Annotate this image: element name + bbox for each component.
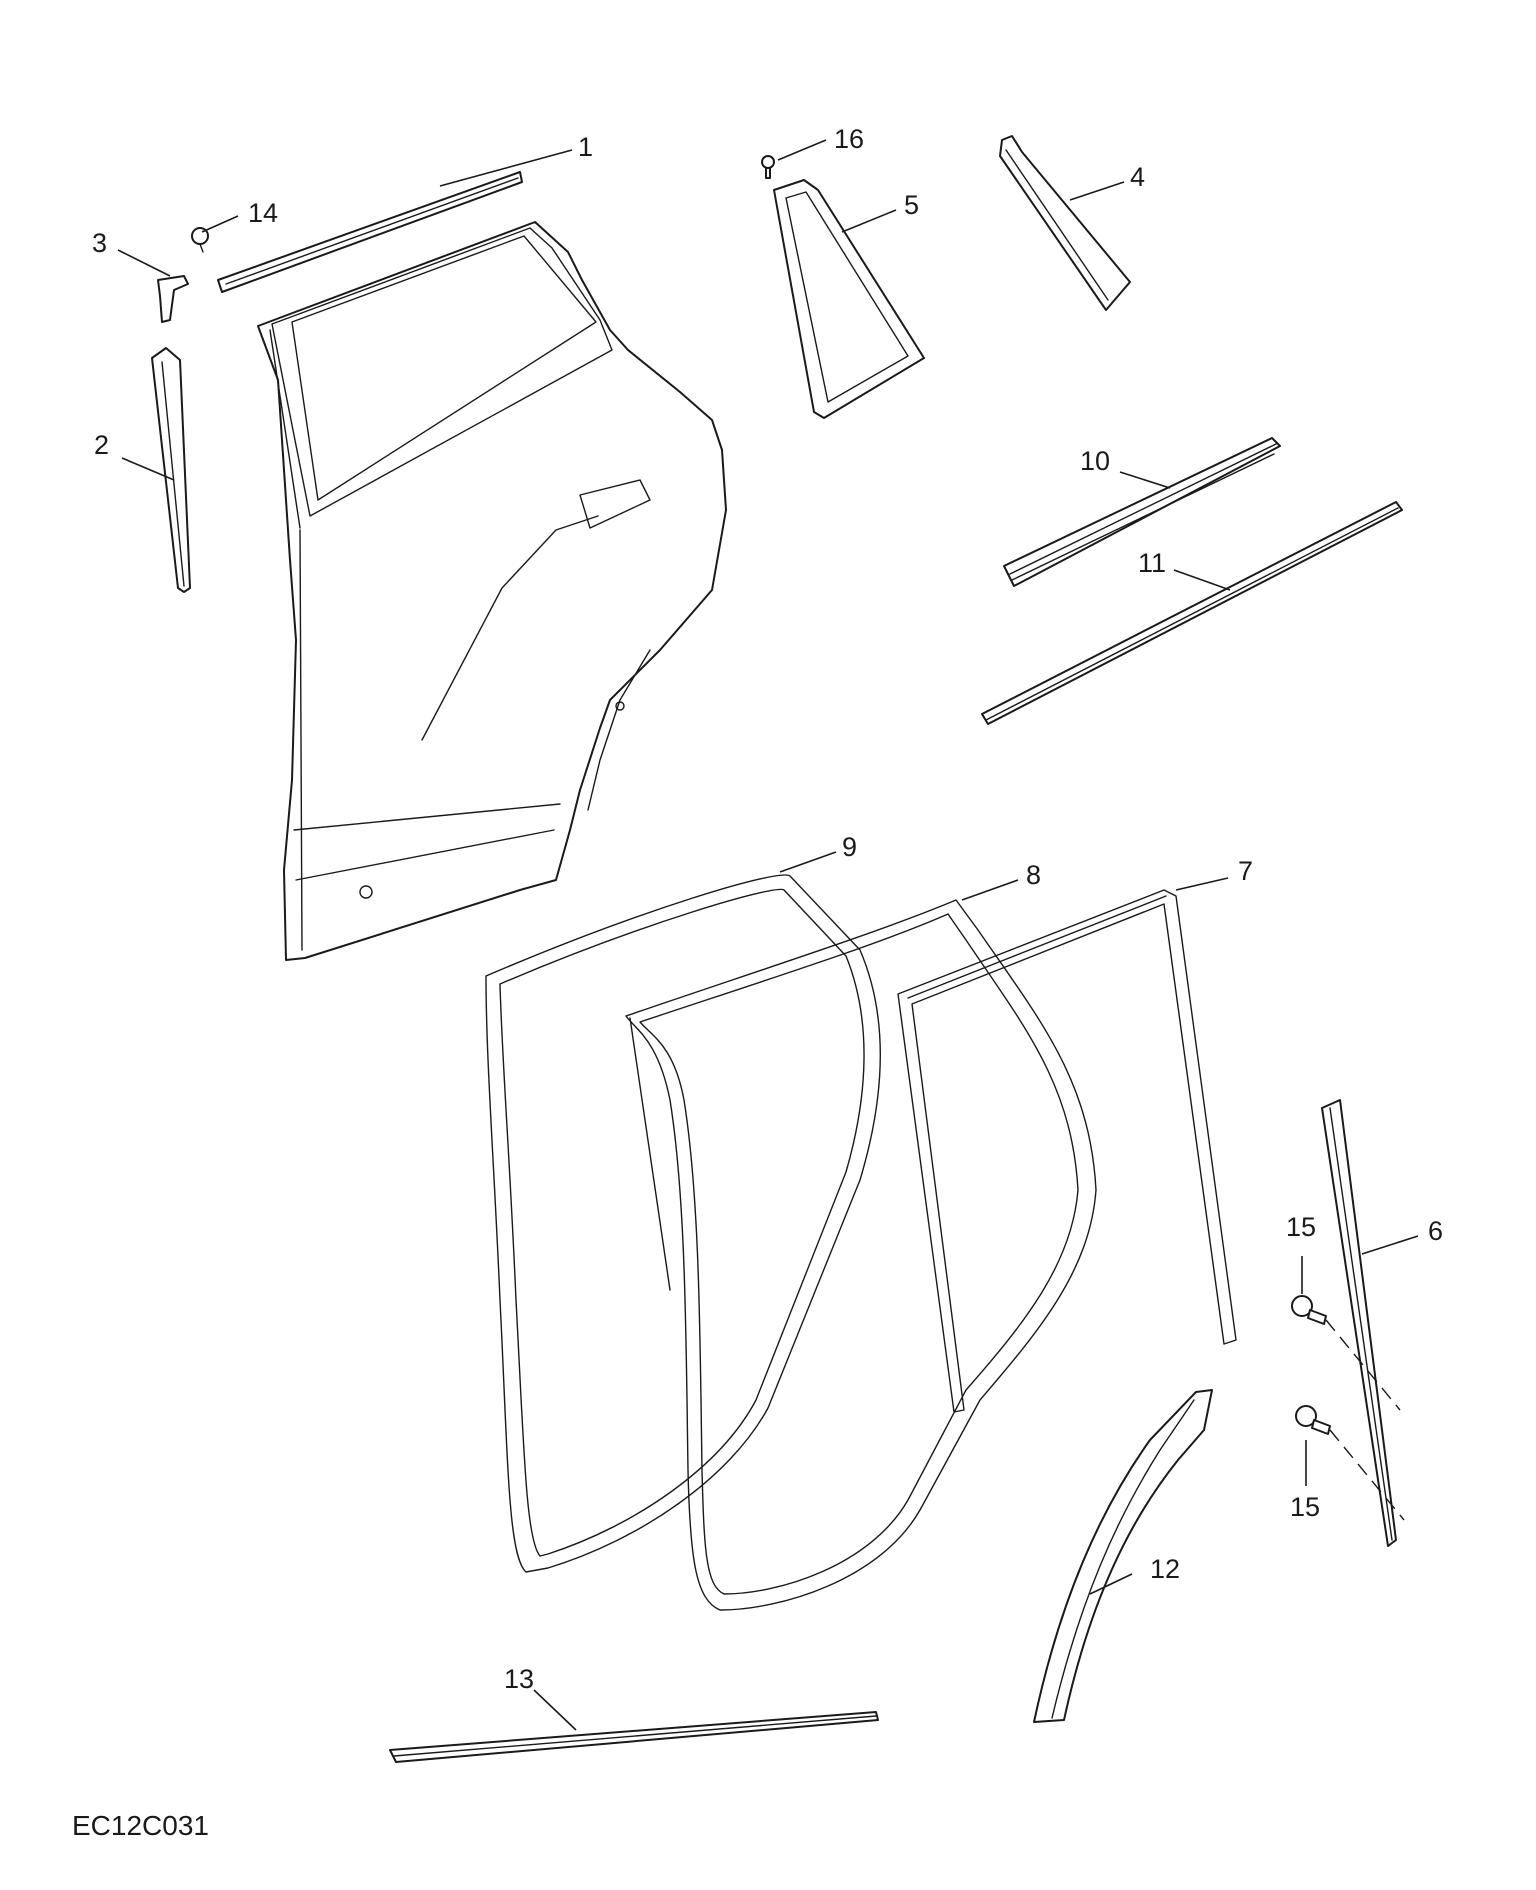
callout-15-lower: 15	[1290, 1492, 1320, 1522]
part-6-rear-channel	[1321, 1099, 1397, 1547]
callout-13: 13	[504, 1664, 534, 1694]
leader-1	[439, 149, 573, 187]
callout-15-upper: 15	[1286, 1212, 1316, 1242]
part-13-sill-seal	[389, 1711, 879, 1763]
callout-11: 11	[1138, 548, 1166, 578]
callout-4: 4	[1130, 162, 1145, 192]
callout-6: 6	[1428, 1216, 1443, 1246]
leader-10	[1119, 471, 1171, 489]
leader-6	[1361, 1235, 1419, 1255]
part-5-quarter-trim	[773, 179, 925, 419]
part-15-bolt-upper	[1291, 1295, 1327, 1325]
callout-5: 5	[904, 190, 919, 220]
leader-7	[1175, 877, 1229, 891]
callout-9: 9	[842, 832, 857, 862]
part-15-bolt-lower	[1295, 1405, 1331, 1435]
part-3-bracket	[157, 275, 189, 323]
leader-13	[533, 1689, 577, 1731]
part-16-screw	[761, 155, 775, 179]
leader-9	[779, 851, 837, 873]
leader-16	[777, 139, 827, 161]
diagram-reference-code: EC12C031	[72, 1810, 209, 1841]
callout-2: 2	[94, 430, 109, 460]
leader-5	[841, 209, 897, 233]
leader-14	[201, 215, 239, 233]
callout-3: 3	[92, 228, 107, 258]
part-8-frame-seal	[625, 899, 1097, 1611]
callout-1: 1	[578, 132, 593, 162]
callout-8: 8	[1026, 860, 1041, 890]
callout-10: 10	[1080, 446, 1110, 476]
leader-3	[117, 249, 171, 277]
part-10-belt-moulding	[1003, 437, 1281, 587]
leader-8	[961, 879, 1019, 901]
part-12-arch-seal	[1033, 1389, 1213, 1723]
leader-4	[1069, 181, 1125, 201]
callout-16: 16	[834, 124, 864, 154]
callout-7: 7	[1238, 856, 1253, 886]
leader-2	[121, 457, 175, 481]
part-4-pillar-cover	[999, 135, 1131, 311]
part-9-door-seal	[485, 874, 881, 1573]
part-14-clip	[191, 227, 209, 253]
callout-14: 14	[248, 198, 278, 228]
bolt-axis-upper	[1325, 1319, 1401, 1411]
part-11-belt-weatherstrip	[981, 501, 1403, 725]
callout-12: 12	[1150, 1554, 1180, 1584]
bolt-axis-lower	[1329, 1429, 1405, 1521]
part-1-upper-moulding	[217, 171, 523, 293]
leader-11	[1173, 569, 1231, 591]
leader-12	[1089, 1573, 1133, 1595]
part-2-pillar-applique	[151, 347, 191, 593]
rear-door-shell	[257, 221, 727, 961]
part-7-glass-run	[897, 889, 1237, 1413]
